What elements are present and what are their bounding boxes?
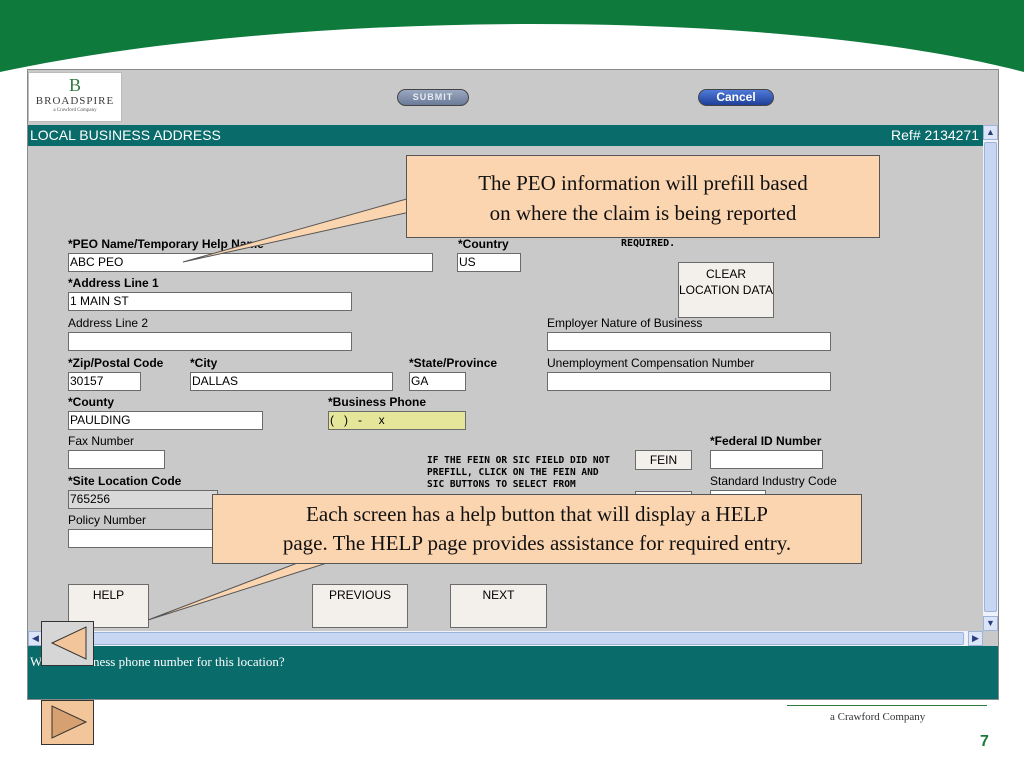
state-input[interactable]: GA bbox=[409, 372, 466, 391]
policy-number-label: Policy Number bbox=[68, 513, 147, 527]
county-label: *County bbox=[68, 395, 114, 409]
business-phone-label: *Business Phone bbox=[328, 395, 427, 409]
footer-divider bbox=[787, 705, 987, 706]
employer-nature-input[interactable] bbox=[547, 332, 831, 351]
address-line-1-label: *Address Line 1 bbox=[68, 276, 159, 290]
page-title: LOCAL BUSINESS ADDRESS bbox=[30, 127, 221, 143]
scroll-up-icon[interactable]: ▲ bbox=[983, 125, 998, 140]
clear-location-data-button[interactable]: CLEAR LOCATION DATA bbox=[678, 262, 774, 318]
footer-company: a Crawford Company bbox=[830, 711, 926, 723]
logo-tagline: a Crawford Company bbox=[53, 108, 97, 113]
cancel-button[interactable]: Cancel bbox=[698, 89, 774, 106]
status-text: W business phone number for this locatio… bbox=[30, 654, 285, 669]
peo-callout: The PEO information will prefill based o… bbox=[406, 155, 880, 238]
help-callout-line-2: page. The HELP page provides assistance … bbox=[282, 531, 792, 555]
peo-name-label: *PEO Name/Temporary Help Name bbox=[68, 237, 264, 251]
address-line-1-input[interactable]: 1 MAIN ST bbox=[68, 292, 352, 311]
logo-mark: B bbox=[68, 75, 81, 95]
fein-notice-line-1: IF THE FEIN OR SIC FIELD DID NOT bbox=[427, 455, 611, 466]
peo-callout-line-2: on where the claim is being reported bbox=[489, 201, 797, 225]
unemployment-input[interactable] bbox=[547, 372, 831, 391]
next-slide-button[interactable] bbox=[41, 700, 94, 745]
peo-name-input[interactable]: ABC PEO bbox=[68, 253, 433, 272]
zip-input[interactable]: 30157 bbox=[68, 372, 141, 391]
site-location-input: 765256 bbox=[68, 490, 218, 509]
triangle-right-icon bbox=[51, 705, 88, 739]
fein-button[interactable]: FEIN bbox=[635, 450, 692, 470]
help-callout: Each screen has a help button that will … bbox=[212, 494, 862, 564]
status-bar: W business phone number for this locatio… bbox=[28, 646, 998, 699]
app-header: B BROADSPIRE a Crawford Company SUBMIT C… bbox=[28, 70, 998, 125]
fein-notice-line-2: PREFILL, CLICK ON THE FEIN AND bbox=[427, 467, 599, 478]
zip-label: *Zip/Postal Code bbox=[68, 356, 164, 370]
previous-slide-button[interactable] bbox=[41, 621, 94, 666]
fein-notice: IF THE FEIN OR SIC FIELD DID NOT PREFILL… bbox=[427, 455, 610, 491]
reference-number: Ref# 2134271 bbox=[891, 127, 979, 143]
broadspire-logo: B BROADSPIRE a Crawford Company bbox=[28, 72, 122, 122]
country-input[interactable]: US bbox=[457, 253, 521, 272]
peo-callout-line-1: The PEO information will prefill based bbox=[478, 171, 808, 195]
page-title-bar: LOCAL BUSINESS ADDRESS Ref# 2134271 bbox=[28, 125, 983, 146]
scroll-down-icon[interactable]: ▼ bbox=[983, 616, 998, 631]
employer-nature-label: Employer Nature of Business bbox=[547, 316, 703, 330]
city-label: *City bbox=[190, 356, 218, 370]
help-button[interactable]: HELP bbox=[68, 584, 149, 628]
logo-name: BROADSPIRE bbox=[35, 95, 115, 107]
address-line-2-label: Address Line 2 bbox=[68, 316, 149, 330]
vertical-scroll-thumb[interactable] bbox=[984, 142, 997, 612]
help-callout-line-1: Each screen has a help button that will … bbox=[306, 502, 768, 526]
country-label: *Country bbox=[458, 237, 509, 251]
app-window: B BROADSPIRE a Crawford Company SUBMIT C… bbox=[27, 69, 999, 700]
site-location-label: *Site Location Code bbox=[68, 474, 182, 488]
next-button[interactable]: NEXT bbox=[450, 584, 547, 628]
unemployment-label: Unemployment Compensation Number bbox=[547, 356, 755, 370]
state-label: *State/Province bbox=[409, 356, 498, 370]
federal-id-input[interactable] bbox=[710, 450, 823, 469]
header-swoosh bbox=[0, 0, 1024, 72]
business-phone-input[interactable]: ( ) - x bbox=[328, 411, 466, 430]
address-line-2-input[interactable] bbox=[68, 332, 352, 351]
federal-id-label: *Federal ID Number bbox=[710, 434, 822, 448]
triangle-left-icon bbox=[50, 626, 87, 660]
county-input[interactable]: PAULDING bbox=[68, 411, 263, 430]
city-input[interactable]: DALLAS bbox=[190, 372, 393, 391]
slide-number: 7 bbox=[980, 733, 989, 750]
horizontal-scrollbar[interactable]: ◀ ▶ bbox=[28, 631, 983, 646]
fax-input[interactable] bbox=[68, 450, 165, 469]
sic-label: Standard Industry Code bbox=[710, 474, 837, 488]
fein-notice-line-3: SIC BUTTONS TO SELECT FROM bbox=[427, 479, 576, 490]
scroll-right-icon[interactable]: ▶ bbox=[968, 631, 983, 646]
required-note: REQUIRED. bbox=[621, 238, 676, 249]
submit-button[interactable]: SUBMIT bbox=[397, 89, 469, 106]
vertical-scrollbar[interactable]: ▲ ▼ bbox=[983, 125, 998, 631]
fax-label: Fax Number bbox=[68, 434, 135, 448]
previous-button[interactable]: PREVIOUS bbox=[312, 584, 408, 628]
